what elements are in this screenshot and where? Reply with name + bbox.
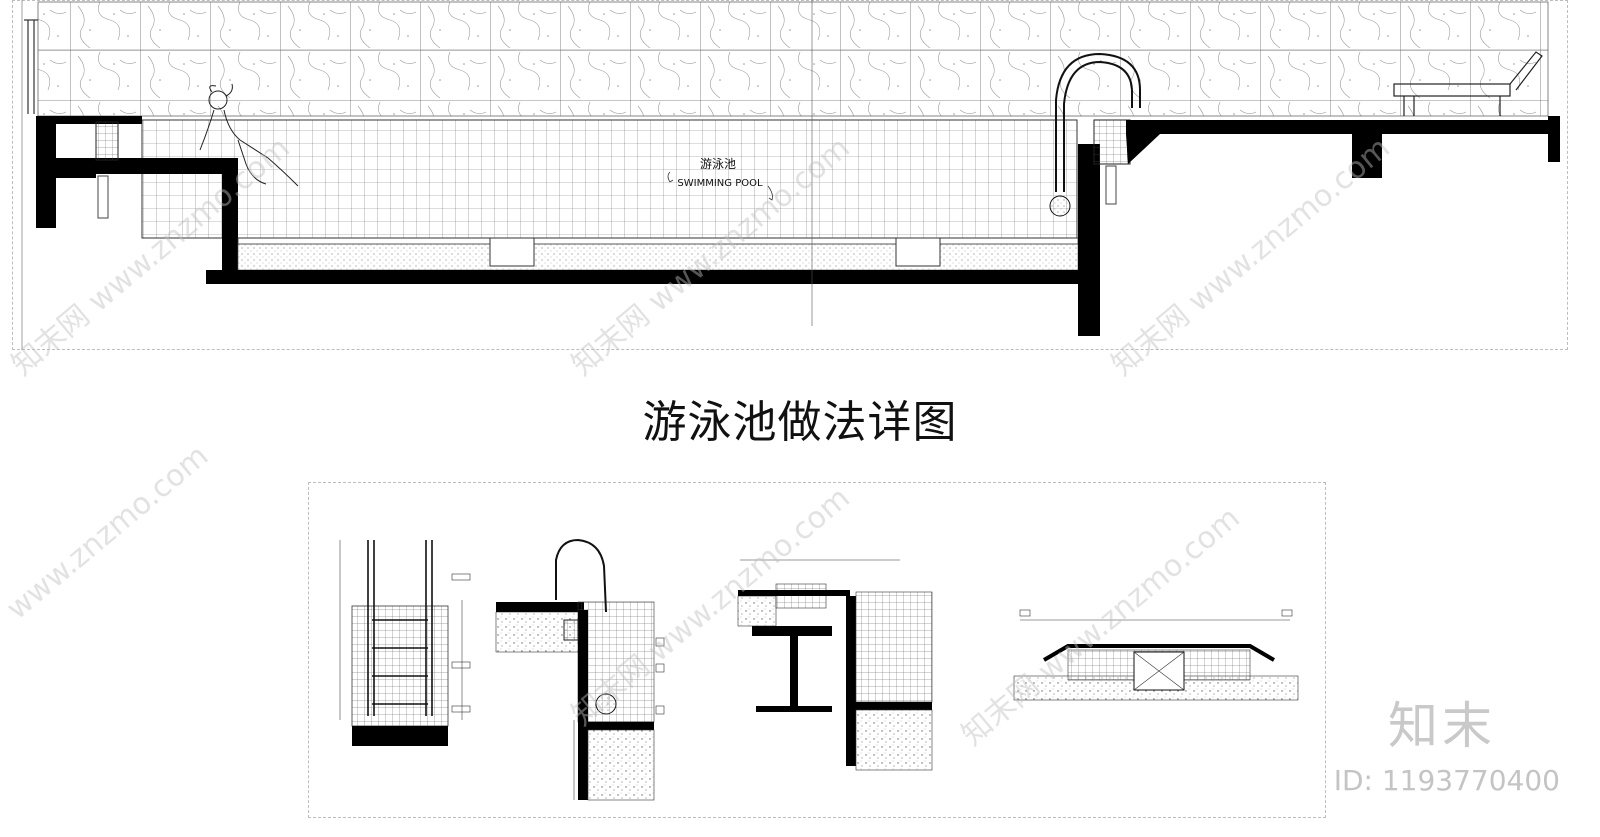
right-wall — [1078, 144, 1100, 336]
left-wall — [36, 124, 56, 228]
pool-ladder — [1055, 52, 1141, 192]
seated-figure — [199, 83, 299, 187]
left-railing — [24, 19, 38, 114]
marble-wall — [37, 1, 1549, 117]
lounge-chair — [1393, 51, 1543, 116]
pool-floor-slab — [206, 270, 1094, 284]
drawing-title: 游泳池做法详图 — [642, 397, 958, 448]
detail-ladder-elevation — [339, 540, 471, 746]
pool-label-cn: 游泳池 — [700, 157, 736, 171]
pool-tile-area — [142, 120, 1077, 238]
brand-logo: 知末 — [1388, 697, 1496, 755]
image-id: ID: 1193770400 — [1333, 764, 1560, 797]
detail-edge-section — [737, 559, 933, 771]
detail-drain-section — [1013, 609, 1299, 701]
details-frame — [308, 482, 1326, 818]
pool-floor-fill — [237, 243, 1079, 271]
pool-label-en: SWIMMING POOL — [677, 178, 763, 189]
section-frame — [12, 0, 1568, 350]
detail-ladder-section — [495, 538, 665, 801]
